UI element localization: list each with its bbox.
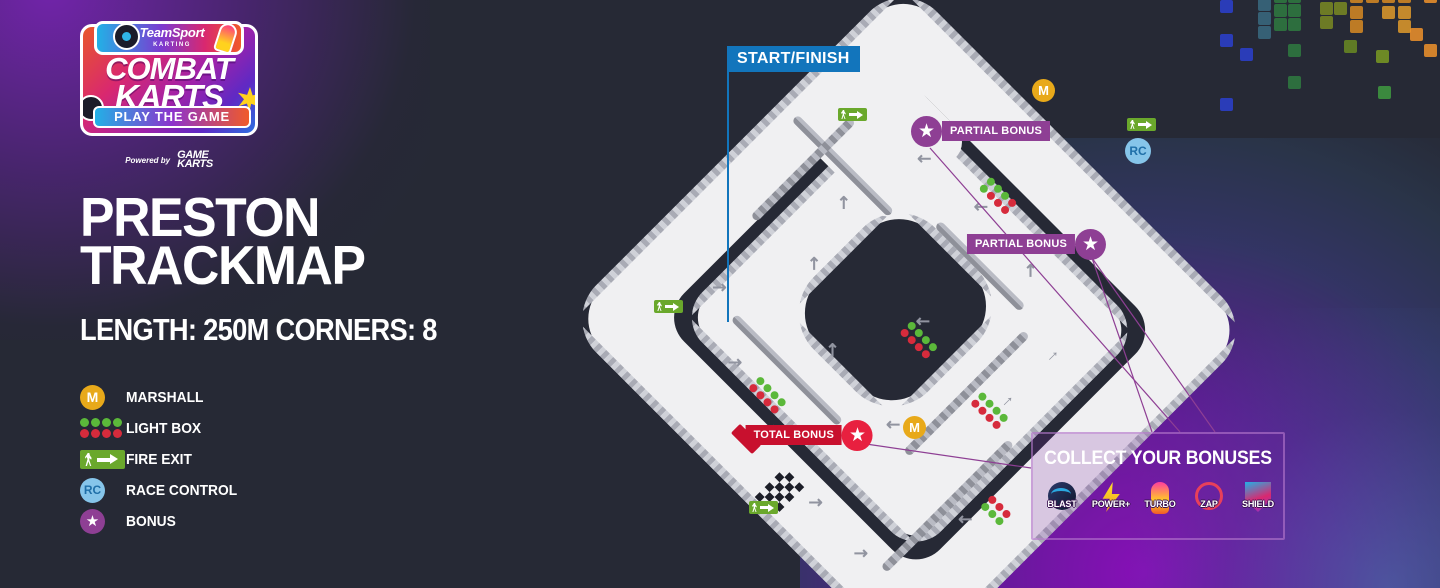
partial-bonus-marker: PARTIAL BONUS ★ [966,228,1106,260]
legend: M MARSHALL LIGHT BOX FIRE EXIT RC RACE CONTRO… [80,382,380,537]
legend-label: MARSHALL [126,389,204,406]
arrow-right-icon [97,454,119,465]
star-glyph: ★ [917,120,936,142]
logo-combat-text: COMBAT [105,51,234,86]
bonus-item-zap: ZAP [1186,482,1232,526]
fire-exit-icon [80,450,125,469]
bonus-label: PARTIAL BONUS [942,121,1051,141]
legend-row-bonus: ★ BONUS [80,506,380,537]
bonus-item-power-plus: POWER+ [1088,482,1134,526]
star-glyph: ★ [848,424,867,446]
bonus-item-label: ZAP [1200,499,1218,510]
star-glyph: ★ [85,513,100,530]
fire-exit-marker [749,501,778,514]
bonus-item-label: BLAST [1047,499,1077,510]
teamsport-text: TeamSport KARTING [97,25,247,51]
bonus-label: PARTIAL BONUS [966,234,1075,254]
bonus-star-icon: ★ [1075,228,1106,260]
marshall-marker: M [903,416,926,439]
arrow-right-icon [760,503,775,512]
bonus-item-blast: BLAST [1039,482,1085,526]
page-title-line2: TRACKMAP [80,234,366,296]
track-stats: LENGTH: 250M CORNERS: 8 [80,312,437,347]
bonus-star-icon: ★ [80,509,105,534]
arrow-right-icon [1138,120,1153,129]
marshall-marker: M [1032,79,1055,102]
rocket-icon [1151,482,1169,514]
legend-label: RACE CONTROL [126,482,238,499]
arrow-right-icon [849,110,864,119]
collect-bonuses-panel: COLLECT YOUR BONUSES BLAST POWER+ TURBO ZAP… [1031,432,1285,540]
target-icon [1195,482,1223,510]
fire-exit-marker [1127,118,1156,131]
arrow-right-icon [665,302,680,311]
star-glyph: ★ [1081,233,1100,255]
powered-by-label: Powered by [125,155,171,165]
bonus-item-label: SHIELD [1242,499,1274,510]
legend-icon-wrap: RC [80,478,126,503]
total-bonus-marker: TOTAL BONUS ★ [730,419,873,455]
running-person-icon [1129,120,1136,129]
start-finish-line [727,72,729,322]
legend-icon-wrap [80,417,126,440]
logo-topbar: TeamSport KARTING [94,20,247,56]
legend-row-marshall: M MARSHALL [80,382,380,413]
legend-icon-wrap [80,450,126,469]
gamekarts-line1: GAME [177,149,209,161]
bonus-item-label: POWER+ [1091,499,1131,510]
legend-label: FIRE EXIT [126,451,192,468]
fire-exit-marker [654,300,683,313]
bonus-item-turbo: TURBO [1137,482,1183,526]
gamekarts-line2: KARTS [177,158,213,170]
bonus-star-icon: ★ [911,115,942,147]
marshall-icon: M [80,385,105,410]
bonus-items-list: BLAST POWER+ TURBO ZAP SHIELD [1039,482,1281,526]
bonus-label: TOTAL BONUS [745,425,842,445]
legend-row-light-box: LIGHT BOX [80,413,380,444]
bonus-panel-title: COLLECT YOUR BONUSES [1044,448,1272,469]
bomb-icon [1048,482,1076,510]
info-panel: COMBAT KARTS PLAY THE GAME TeamSport KAR… [0,0,640,588]
start-finish-label: START/FINISH [727,46,860,72]
teamsport-sub: KARTING [153,42,191,48]
page-title-line1: PRESTON [80,186,321,248]
bonus-item-shield: SHIELD [1235,482,1281,526]
legend-row-fire-exit: FIRE EXIT [80,444,380,475]
legend-label: BONUS [126,513,176,530]
light-box-icon [80,417,124,440]
legend-icon-wrap: M [80,385,126,410]
teamsport-label: TeamSport [139,25,205,40]
page-title: PRESTON TRACKMAP [80,186,569,296]
legend-row-race-control: RC RACE CONTROL [80,475,380,506]
bonus-item-label: TURBO [1144,499,1176,510]
legend-label: LIGHT BOX [126,420,202,437]
fire-exit-marker [838,108,867,121]
race-control-icon: RC [80,478,105,503]
partial-bonus-marker: ★ PARTIAL BONUS [911,115,1051,147]
combat-karts-logo: COMBAT KARTS PLAY THE GAME TeamSport KAR… [80,20,258,136]
bonus-star-icon: ★ [842,419,873,451]
race-control-marker: RC [1125,138,1151,164]
running-person-icon [751,503,758,512]
legend-icon-wrap: ★ [80,509,126,534]
powered-by: Powered by GAME KARTS [80,148,258,172]
gamekarts-logo: GAME KARTS [177,149,213,170]
logo-tagline: PLAY THE GAME [93,106,251,128]
target-icon [113,23,140,50]
running-person-icon [840,110,847,119]
running-person-icon [656,302,663,311]
